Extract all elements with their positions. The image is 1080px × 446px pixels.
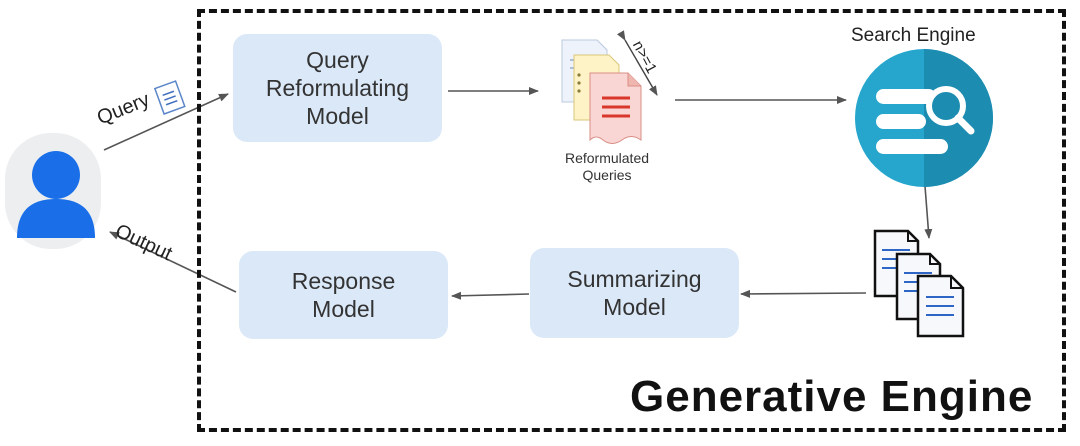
search-engine-icon — [855, 49, 993, 187]
document-icon — [153, 80, 186, 115]
reformulated-queries-label: Reformulated Queries — [564, 150, 650, 183]
response-model-node: Response Model — [239, 251, 448, 339]
documents-to-summarizer-arrow — [740, 289, 867, 298]
search-engine-label: Search Engine — [851, 25, 976, 46]
query-arrow — [103, 93, 229, 151]
summarizing-model-node: Summarizing Model — [530, 248, 739, 338]
search-to-documents-arrow — [924, 185, 933, 239]
generative-engine-frame — [197, 9, 1066, 432]
query-reformulating-model-node: Query Reformulating Model — [233, 34, 442, 142]
n-double-arrow — [617, 30, 658, 96]
user-avatar-icon — [5, 133, 101, 249]
generative-engine-title: Generative Engine — [630, 372, 1034, 421]
documents-stack-icon — [873, 229, 965, 338]
summarizer-to-response-arrow — [451, 291, 530, 300]
output-arrow — [109, 231, 237, 293]
